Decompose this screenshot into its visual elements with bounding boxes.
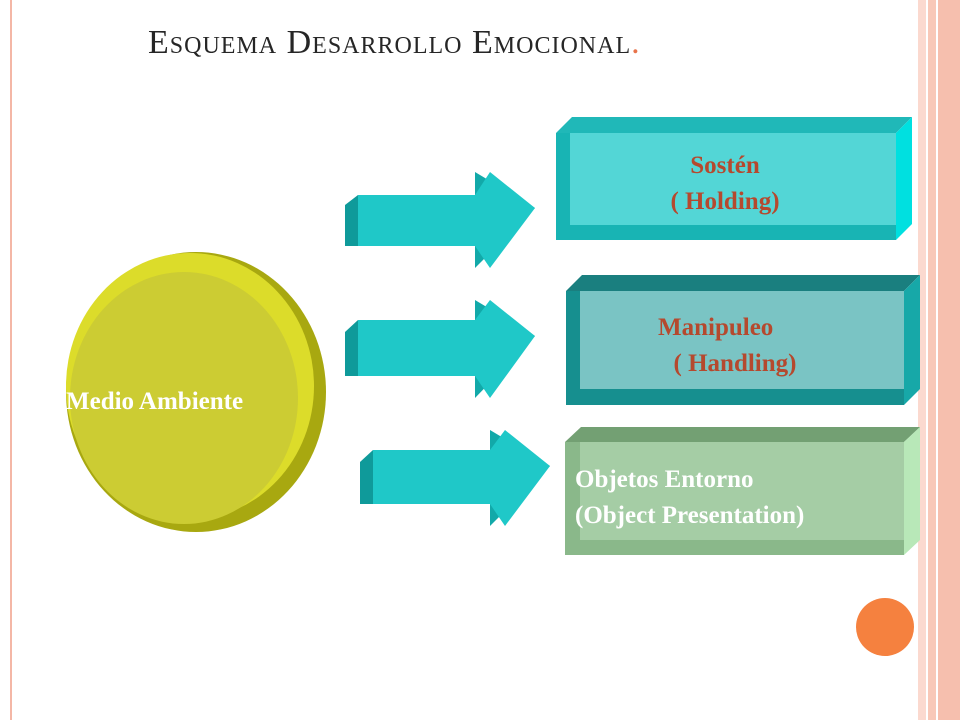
arrow-2-tail [345, 320, 358, 376]
sosten-label-line2: ( Holding) [670, 188, 780, 215]
arrow-1-tail [345, 195, 358, 246]
box-3-face [580, 442, 904, 540]
target-box-objetos-entorno [565, 427, 920, 555]
slide-title-period: . [631, 24, 641, 61]
left-border-rule [10, 0, 12, 720]
source-node-medio-ambiente [66, 252, 326, 532]
slide-title-text: Esquema Desarrollo Emocional [148, 24, 632, 61]
manipuleo-label-line1: Manipuleo [658, 314, 774, 341]
box-1-top [556, 117, 912, 133]
right-decorative-band [918, 0, 960, 720]
arrow-1-body [358, 172, 535, 268]
slide-title: Esquema Desarrollo Emocional. [148, 24, 641, 62]
objetos-label-line1: Objetos Entorno [575, 466, 754, 493]
box-2-top [566, 275, 920, 291]
arrow-3-tail [360, 450, 373, 504]
box-3-side [904, 427, 920, 555]
target-box-sosten [556, 117, 912, 240]
arrow-2-body [358, 300, 535, 398]
objetos-label-line2: (Object Presentation) [575, 502, 805, 529]
box-2-side [904, 275, 920, 405]
arrow-2 [345, 300, 535, 398]
sosten-label-line1: Sostén [690, 152, 760, 179]
target-box-objetos-entorno-label: Objetos Entorno (Object Presentation) [575, 462, 804, 534]
arrow-1 [345, 172, 535, 268]
source-node-face [70, 272, 298, 524]
box-1-face [570, 133, 896, 225]
box-3-top [565, 427, 920, 442]
target-box-sosten-label: Sostén ( Holding) [600, 148, 850, 220]
target-box-manipuleo-label: Manipuleo ( Handling) [610, 310, 860, 382]
target-box-manipuleo [566, 275, 920, 405]
orange-accent-dot [856, 598, 914, 656]
arrow-3-body [373, 430, 550, 526]
source-node-label: Medio Ambiente [66, 388, 244, 415]
box-2-face [580, 291, 904, 389]
arrow-3 [360, 430, 550, 526]
box-1-side [896, 117, 912, 240]
manipuleo-label-line2: ( Handling) [673, 350, 797, 377]
